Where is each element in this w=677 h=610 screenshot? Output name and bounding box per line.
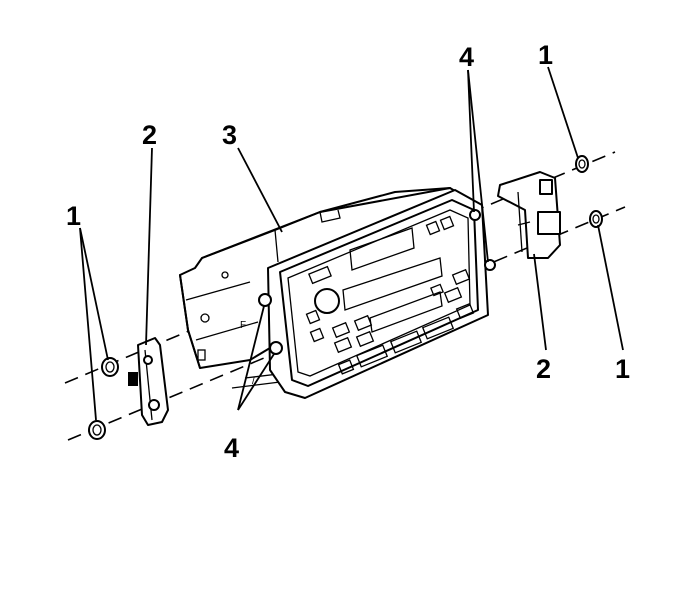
callout-2-right: 2	[536, 354, 552, 384]
screw-left-upper	[258, 293, 272, 307]
nut-upper-right	[575, 155, 589, 173]
right-bracket	[497, 171, 561, 259]
callout-1-bottom-right: 1	[615, 354, 631, 384]
nut-lower-right	[589, 210, 603, 228]
svg-text:F: F	[240, 320, 246, 331]
screw-right-lower	[484, 259, 496, 271]
svg-text:/: /	[252, 376, 255, 387]
nut-upper-left	[101, 357, 119, 377]
nut-lower-left	[88, 420, 106, 440]
callout-2-left: 2	[142, 120, 158, 150]
screw-right-upper	[469, 209, 481, 221]
callout-1-top-right: 1	[538, 40, 554, 70]
screw-left-lower	[269, 341, 283, 355]
callout-4-bottom: 4	[224, 433, 240, 463]
callout-4-top: 4	[459, 42, 475, 72]
leader-lines	[79, 66, 624, 421]
screws	[258, 209, 496, 355]
nuts	[88, 155, 603, 440]
callout-1-left: 1	[66, 201, 82, 231]
callout-3: 3	[222, 120, 238, 150]
radio-faceplate	[267, 189, 489, 399]
left-bracket	[128, 337, 169, 426]
